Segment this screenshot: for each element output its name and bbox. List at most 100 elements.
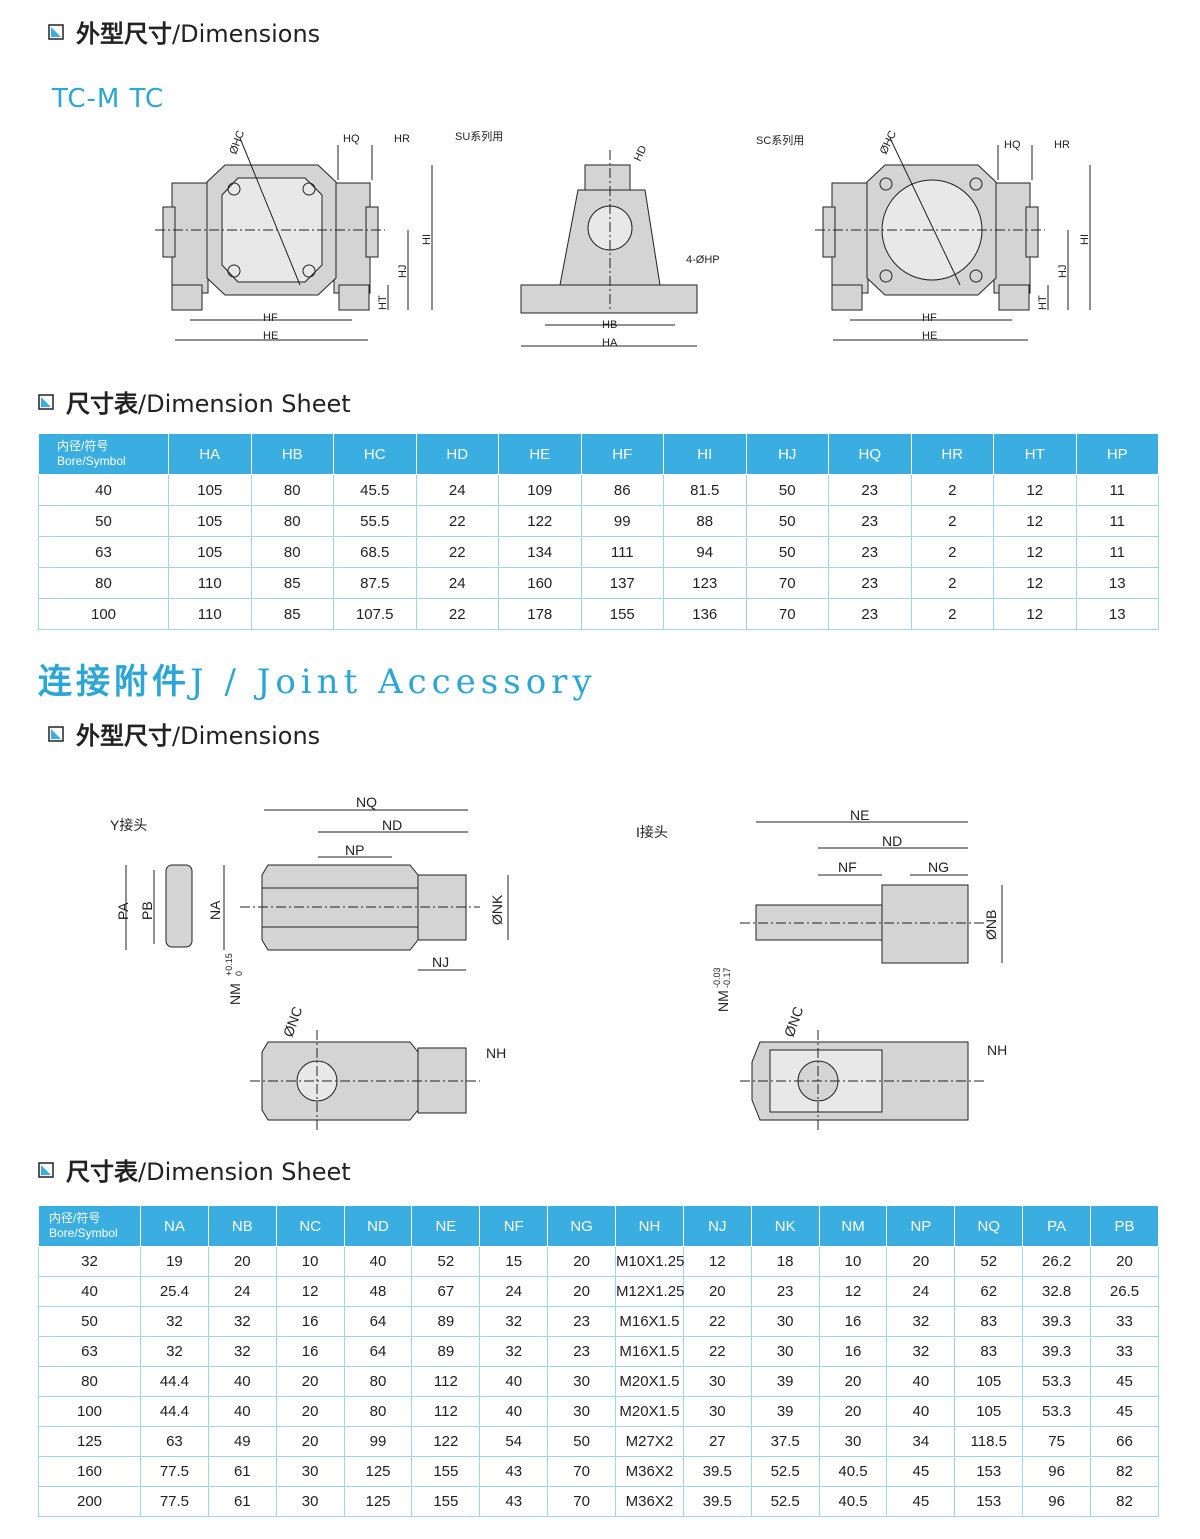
table-cell: 70 [547,1486,617,1517]
table-cell: 155 [411,1456,481,1487]
column-header-hq: HQ [828,433,912,475]
table-cell: 155 [411,1486,481,1517]
table-cell: 105 [954,1396,1024,1427]
i-joint-side-view [740,821,1003,964]
column-header-hp: HP [1075,433,1159,475]
table-cell: 39.3 [1022,1336,1092,1367]
column-header-ht: HT [993,433,1077,475]
label-hd: HD [632,144,650,164]
table-cell: 39.3 [1022,1306,1092,1337]
column-header-nc: NC [275,1205,345,1247]
table-cell: 80 [343,1396,413,1427]
table-cell: 70 [547,1456,617,1487]
table-cell: 44.4 [140,1396,209,1427]
table-cell: 32 [38,1246,141,1277]
table-cell: M16X1.5 [615,1336,684,1367]
label-nd: ND [382,817,402,833]
table-cell: 77.5 [140,1486,209,1517]
table-cell: 43 [479,1486,549,1517]
table-cell: 20 [547,1276,617,1307]
table-cell: 200 [38,1486,141,1517]
table-cell: 125 [343,1486,413,1517]
column-header-na: NA [140,1205,209,1247]
table-cell: 86 [580,474,664,506]
table-cell: 22 [682,1306,752,1337]
table-cell: 20 [275,1426,345,1457]
table-cell: 30 [818,1426,888,1457]
column-header-ng: NG [547,1205,617,1247]
table-cell: 48 [343,1276,413,1307]
table-cell: 40 [38,1276,141,1307]
table-cell: 22 [415,536,499,568]
table-cell: M27X2 [615,1426,684,1457]
table-cell: 30 [750,1306,820,1337]
label-hq-sc: HQ [1004,139,1021,151]
dimensions-heading: 外型尺寸/Dimensions [48,14,320,49]
table-cell: 24 [479,1276,549,1307]
table-cell: 70 [745,567,829,599]
table-cell: 22 [415,598,499,630]
table-cell: 52.5 [750,1456,820,1487]
table-cell: 2 [910,598,994,630]
table-cell: 22 [415,505,499,537]
table-cell: 32 [886,1306,956,1337]
table-cell: 24 [886,1276,956,1307]
table-cell: 100 [38,598,169,630]
table-cell: 11 [1075,505,1159,537]
label-hi-sc: HI [1079,234,1091,245]
table-cell: 2 [910,505,994,537]
table-cell: 40.5 [818,1456,888,1487]
y-joint-side-view [125,809,509,971]
table-cell: 33 [1090,1336,1159,1367]
label-nh-y: NH [486,1045,506,1061]
table-cell: 96 [1022,1456,1092,1487]
table-cell: 66 [1090,1426,1159,1457]
table-cell: 105 [168,536,252,568]
column-header-hf: HF [580,433,664,475]
table-cell: 122 [498,505,582,537]
table-cell: 13 [1075,567,1159,599]
table-cell: 23 [547,1306,617,1337]
table-cell: 50 [745,474,829,506]
label-hb: HB [602,319,617,331]
table-cell: 40 [207,1396,277,1427]
table-cell: 24 [415,567,499,599]
table-cell: 2 [910,536,994,568]
column-header-pa: PA [1022,1205,1092,1247]
table-cell: 122 [411,1426,481,1457]
dimensions-title-cn: 外型尺寸 [76,20,172,48]
table-cell: 45.5 [333,474,417,506]
table-cell: 12 [993,505,1077,537]
table-cell: M20X1.5 [615,1366,684,1397]
table-cell: 100 [38,1396,141,1427]
table-cell: 53.3 [1022,1396,1092,1427]
label-nd-i: ND [882,833,902,849]
table-cell: 16 [818,1336,888,1367]
table-cell: 160 [38,1456,141,1487]
table-cell: 40 [886,1366,956,1397]
table-cell: 50 [745,505,829,537]
table-cell: 45 [886,1456,956,1487]
joint-accessory-title: 连接附件J / Joint Accessory [38,662,597,702]
table-cell: 16 [275,1306,345,1337]
table-cell: 82 [1090,1456,1159,1487]
table-cell: 12 [818,1276,888,1307]
table-cell: 110 [168,598,252,630]
sheet1-title-en: /Dimension Sheet [138,390,351,418]
label-ht: HT [377,295,389,310]
label-he: HE [263,330,278,342]
label-nh-i: NH [987,1042,1007,1058]
y-joint-top-view [250,1030,480,1130]
table-cell: 37.5 [750,1426,820,1457]
table-cell: 52.5 [750,1486,820,1517]
column-header-nj: NJ [682,1205,752,1247]
table-cell: 32 [140,1306,209,1337]
table-cell: 153 [954,1456,1024,1487]
